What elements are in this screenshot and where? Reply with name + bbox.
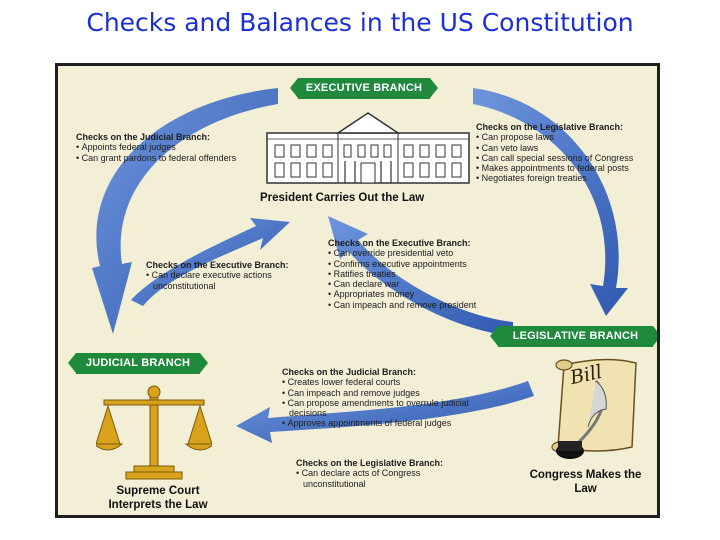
legislative-checks-on-executive: Checks on the Executive Branch: Can over… [328,238,538,310]
list-item: Appoints federal judges [76,142,246,152]
executive-caption: President Carries Out the Law [260,191,424,205]
heading: Checks on the Executive Branch: [328,238,538,248]
arrow-executive-to-judicial [92,88,278,334]
list-item: Can propose amendments to overrule judic… [282,398,507,419]
list-item: Creates lower federal courts [282,377,507,387]
list-item: Can call special sessions of Congress [476,153,658,163]
list-item: Can impeach and remove judges [282,388,507,398]
list-item: Approves appointments of federal judges [282,418,507,428]
judicial-checks-on-executive: Checks on the Executive Branch: Can decl… [146,260,296,291]
scales-icon [96,384,212,480]
heading: Checks on the Judicial Branch: [76,132,246,142]
list-item: Makes appointments to federal posts [476,163,658,173]
judicial-caption: Supreme Court Interprets the Law [93,484,223,512]
judicial-checks-on-legislative: Checks on the Legislative Branch: Can de… [296,458,476,489]
list-item: Can grant pardons to federal offenders [76,153,246,163]
page-title: Checks and Balances in the US Constituti… [0,8,720,37]
heading: Checks on the Legislative Branch: [296,458,476,468]
heading: Checks on the Legislative Branch: [476,122,658,132]
list-item: Confirms executive appointments [328,259,538,269]
list-item: Can declare acts of Congress unconstitut… [296,468,476,489]
executive-branch-banner: EXECUTIVE BRANCH [298,78,430,99]
legislative-branch-banner: LEGISLATIVE BRANCH [498,326,653,347]
list-item: Can impeach and remove president [328,300,538,310]
heading: Checks on the Executive Branch: [146,260,296,270]
legislative-checks-on-judicial: Checks on the Judicial Branch: Creates l… [282,367,507,429]
list-item: Appropriates money [328,289,538,299]
list-item: Can override presidential veto [328,248,538,258]
exec-checks-on-judicial: Checks on the Judicial Branch: Appoints … [76,132,246,163]
exec-checks-on-legislative: Checks on the Legislative Branch: Can pr… [476,122,658,184]
list-item: Negotiates foreign treaties [476,173,658,183]
list-item: Ratifies treaties [328,269,538,279]
white-house-icon [263,103,473,188]
list-item: Can propose laws [476,132,658,142]
list-item: Can veto laws [476,143,658,153]
heading: Checks on the Judicial Branch: [282,367,507,377]
judicial-branch-banner: JUDICIAL BRANCH [76,353,200,374]
list-item: Can declare executive actions unconstitu… [146,270,296,291]
legislative-caption: Congress Makes the Law [528,468,643,496]
diagram-panel: EXECUTIVE BRANCH JUDICIAL BRANCH LEGISLA… [55,63,660,518]
list-item: Can declare war [328,279,538,289]
